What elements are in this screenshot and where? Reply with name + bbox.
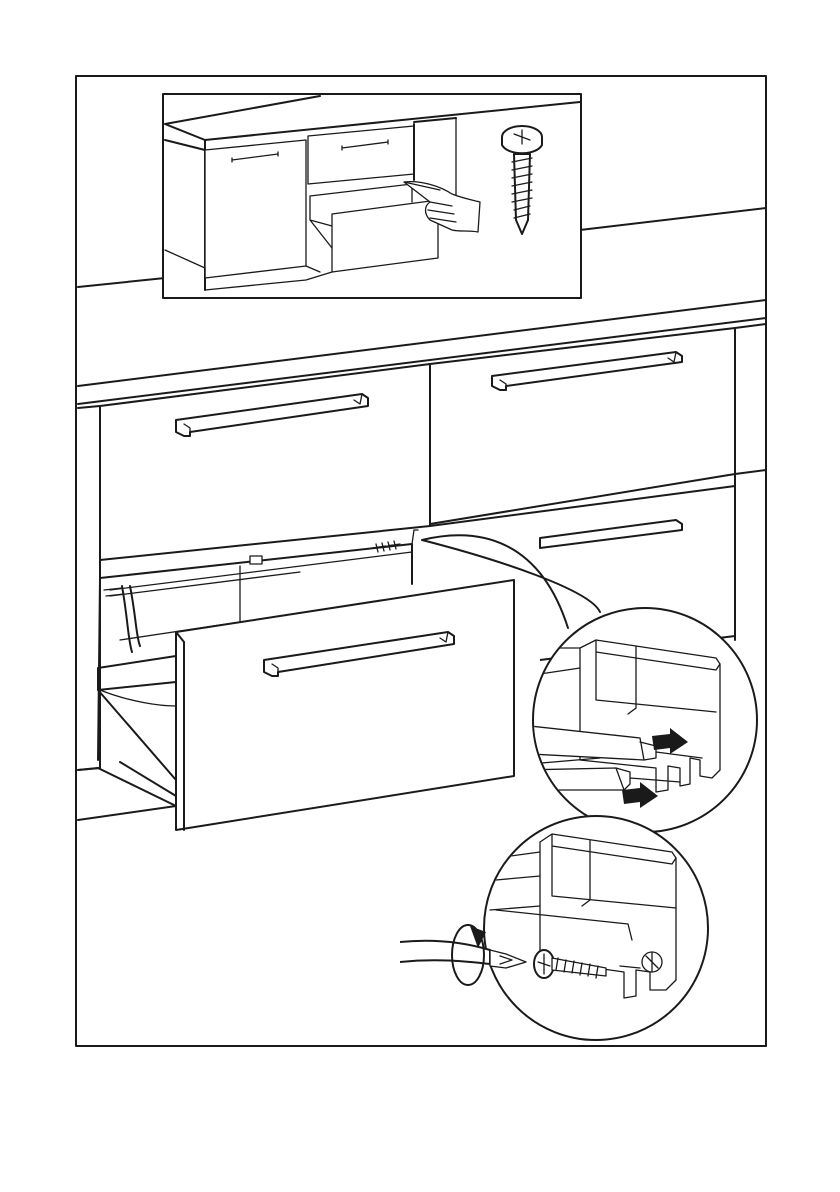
open-drawer-front [176,580,514,830]
magnifier-callout-lower [484,816,708,1040]
upper-left-drawer-front [100,364,430,560]
cabinet-overview-inset [163,94,581,298]
drawer-box [98,656,176,796]
